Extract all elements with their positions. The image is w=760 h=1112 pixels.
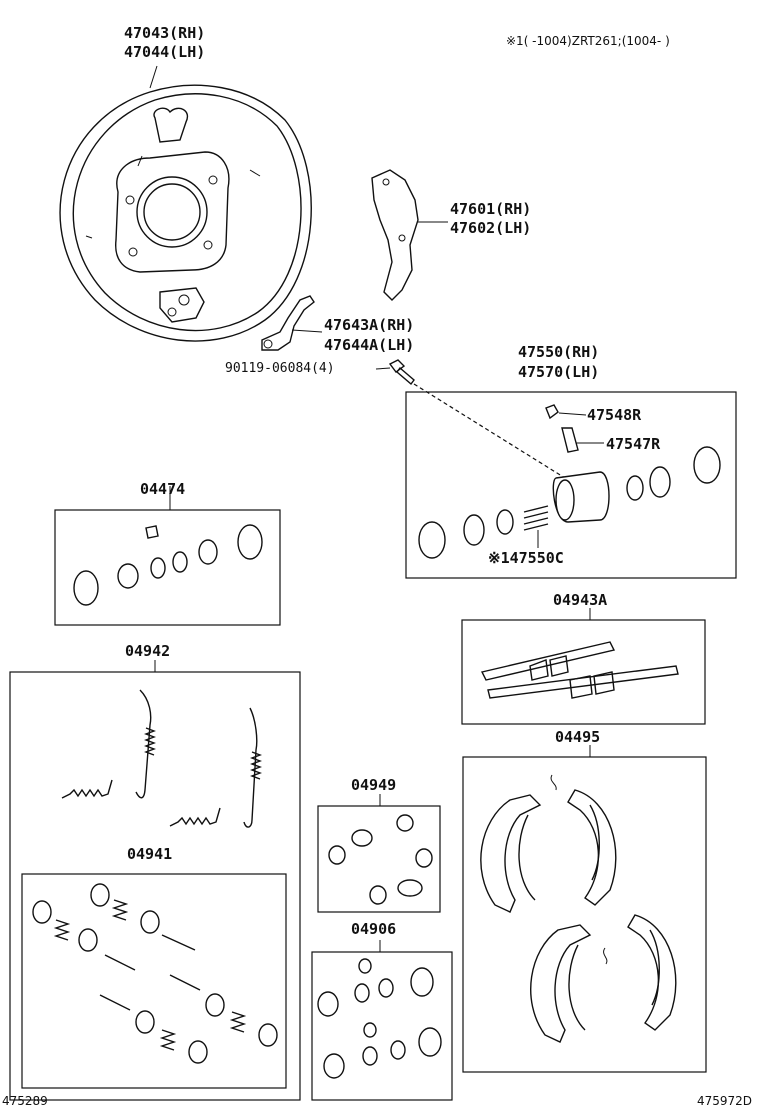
- backing-plate-drawing[interactable]: [59, 65, 312, 342]
- wheel-cylinder-box: [405, 391, 737, 579]
- lever-drawing[interactable]: [371, 169, 448, 301]
- kit-04943a-parts[interactable]: [480, 641, 679, 699]
- kit-04474-parts[interactable]: [73, 524, 263, 606]
- kit-04941-parts[interactable]: [32, 883, 278, 1064]
- kit-04943a-box: [461, 619, 706, 725]
- kit-04495-box: [462, 756, 707, 1073]
- kit-04942-springs[interactable]: [61, 689, 262, 828]
- bolt-drawing[interactable]: [375, 359, 415, 386]
- kit-04474-box: [54, 509, 281, 626]
- kit-04906-box: [311, 951, 453, 1101]
- kit-04906-parts[interactable]: [317, 958, 442, 1079]
- kit-04941-box: [21, 873, 287, 1089]
- strut-drawing[interactable]: [261, 295, 323, 351]
- kit-04949-parts[interactable]: [328, 814, 433, 905]
- kit-04495-shoes[interactable]: [480, 774, 677, 1043]
- kit-04949-box: [317, 805, 441, 913]
- wheel-cylinder-parts[interactable]: [418, 404, 721, 559]
